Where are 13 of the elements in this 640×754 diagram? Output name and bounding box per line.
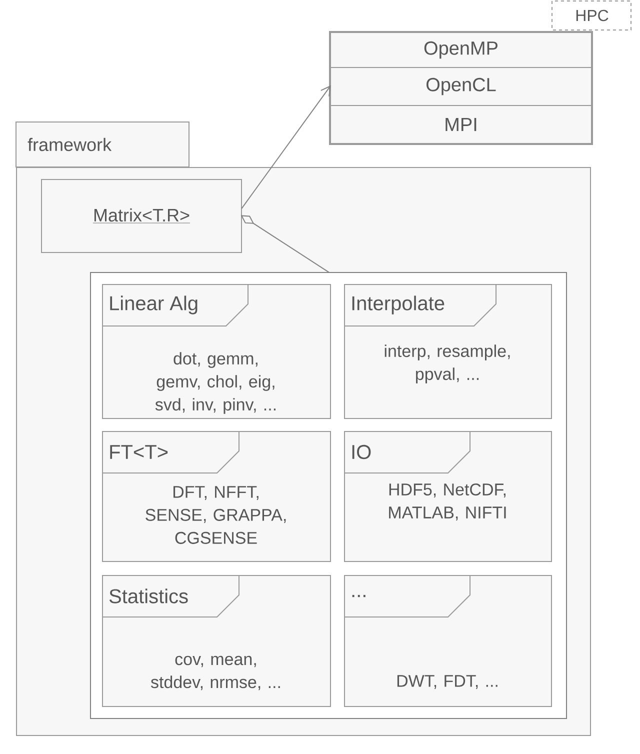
arrow (241, 85, 331, 209)
module-box: Linear Alg dot, gemm, gemv, chol, eig, svd, inv, pinv, ... (102, 284, 331, 419)
row-box: OpenCL (330, 67, 592, 106)
module-box: Interpolate interp, resample, ppval, ... (344, 284, 552, 419)
row-box: MPI (330, 105, 592, 144)
class-box: Matrix<T.R> (41, 179, 242, 253)
module-box: FT<T> DFT, NFFT, SENSE, GRAPPA, CGSENSE (102, 430, 331, 562)
module-box: ... DWT, FDT, ... (344, 574, 552, 707)
module-box: Statistics cov, mean, stddev, nrmse, ... (102, 574, 331, 707)
node-label: HPC (576, 10, 608, 22)
node-label: framework (28, 138, 112, 152)
row-box: OpenMP (330, 32, 592, 68)
module-box: IO HDF5, NetCDF, MATLAB, NIFTI (344, 430, 552, 562)
